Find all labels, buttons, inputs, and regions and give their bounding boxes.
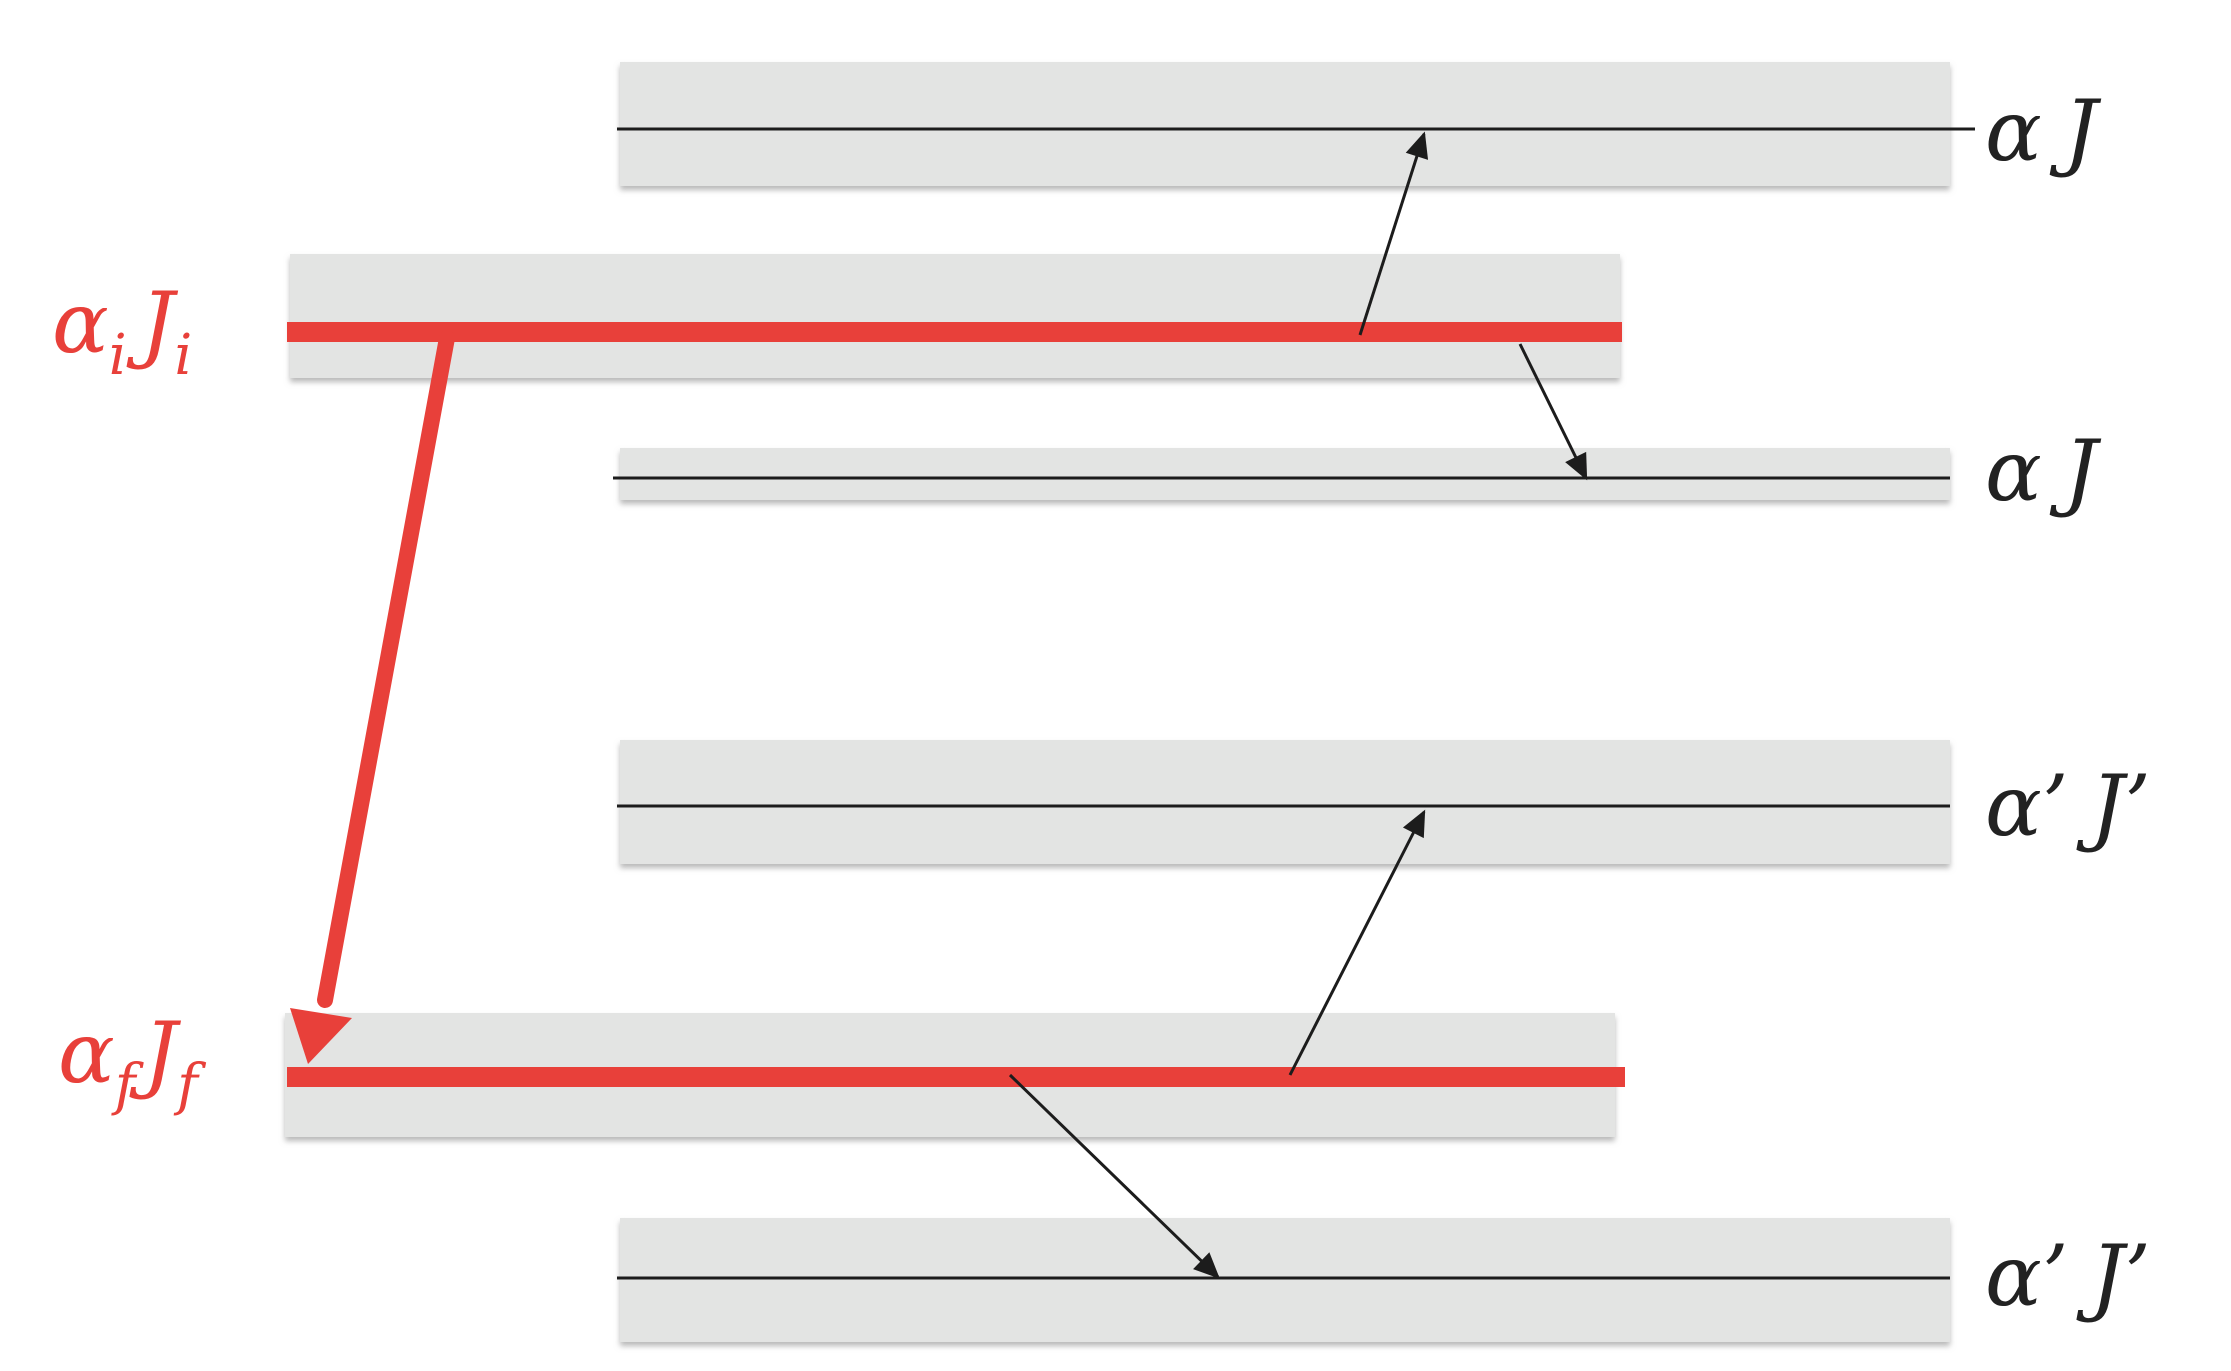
band-primed-lower (620, 1218, 1950, 1342)
label-primed-lower: α’J’ (1985, 1227, 2151, 1325)
coupling-arrow-initial-down (1518, 343, 1588, 481)
coupling-arrow-initial-up (1358, 131, 1429, 336)
label-primed-upper: α’J’ (1985, 757, 2151, 855)
label-final: αfJf (58, 1004, 207, 1118)
coupling-arrow-final-up (1288, 809, 1426, 1076)
transition-arrow-head (290, 1008, 352, 1064)
band-primed-upper (620, 740, 1950, 864)
band-initial (290, 254, 1620, 378)
band-top (620, 62, 1950, 186)
band-middle (620, 448, 1950, 500)
transition-arrow-shaft (317, 330, 455, 1008)
coupling-arrow-final-down (1008, 1073, 1220, 1279)
